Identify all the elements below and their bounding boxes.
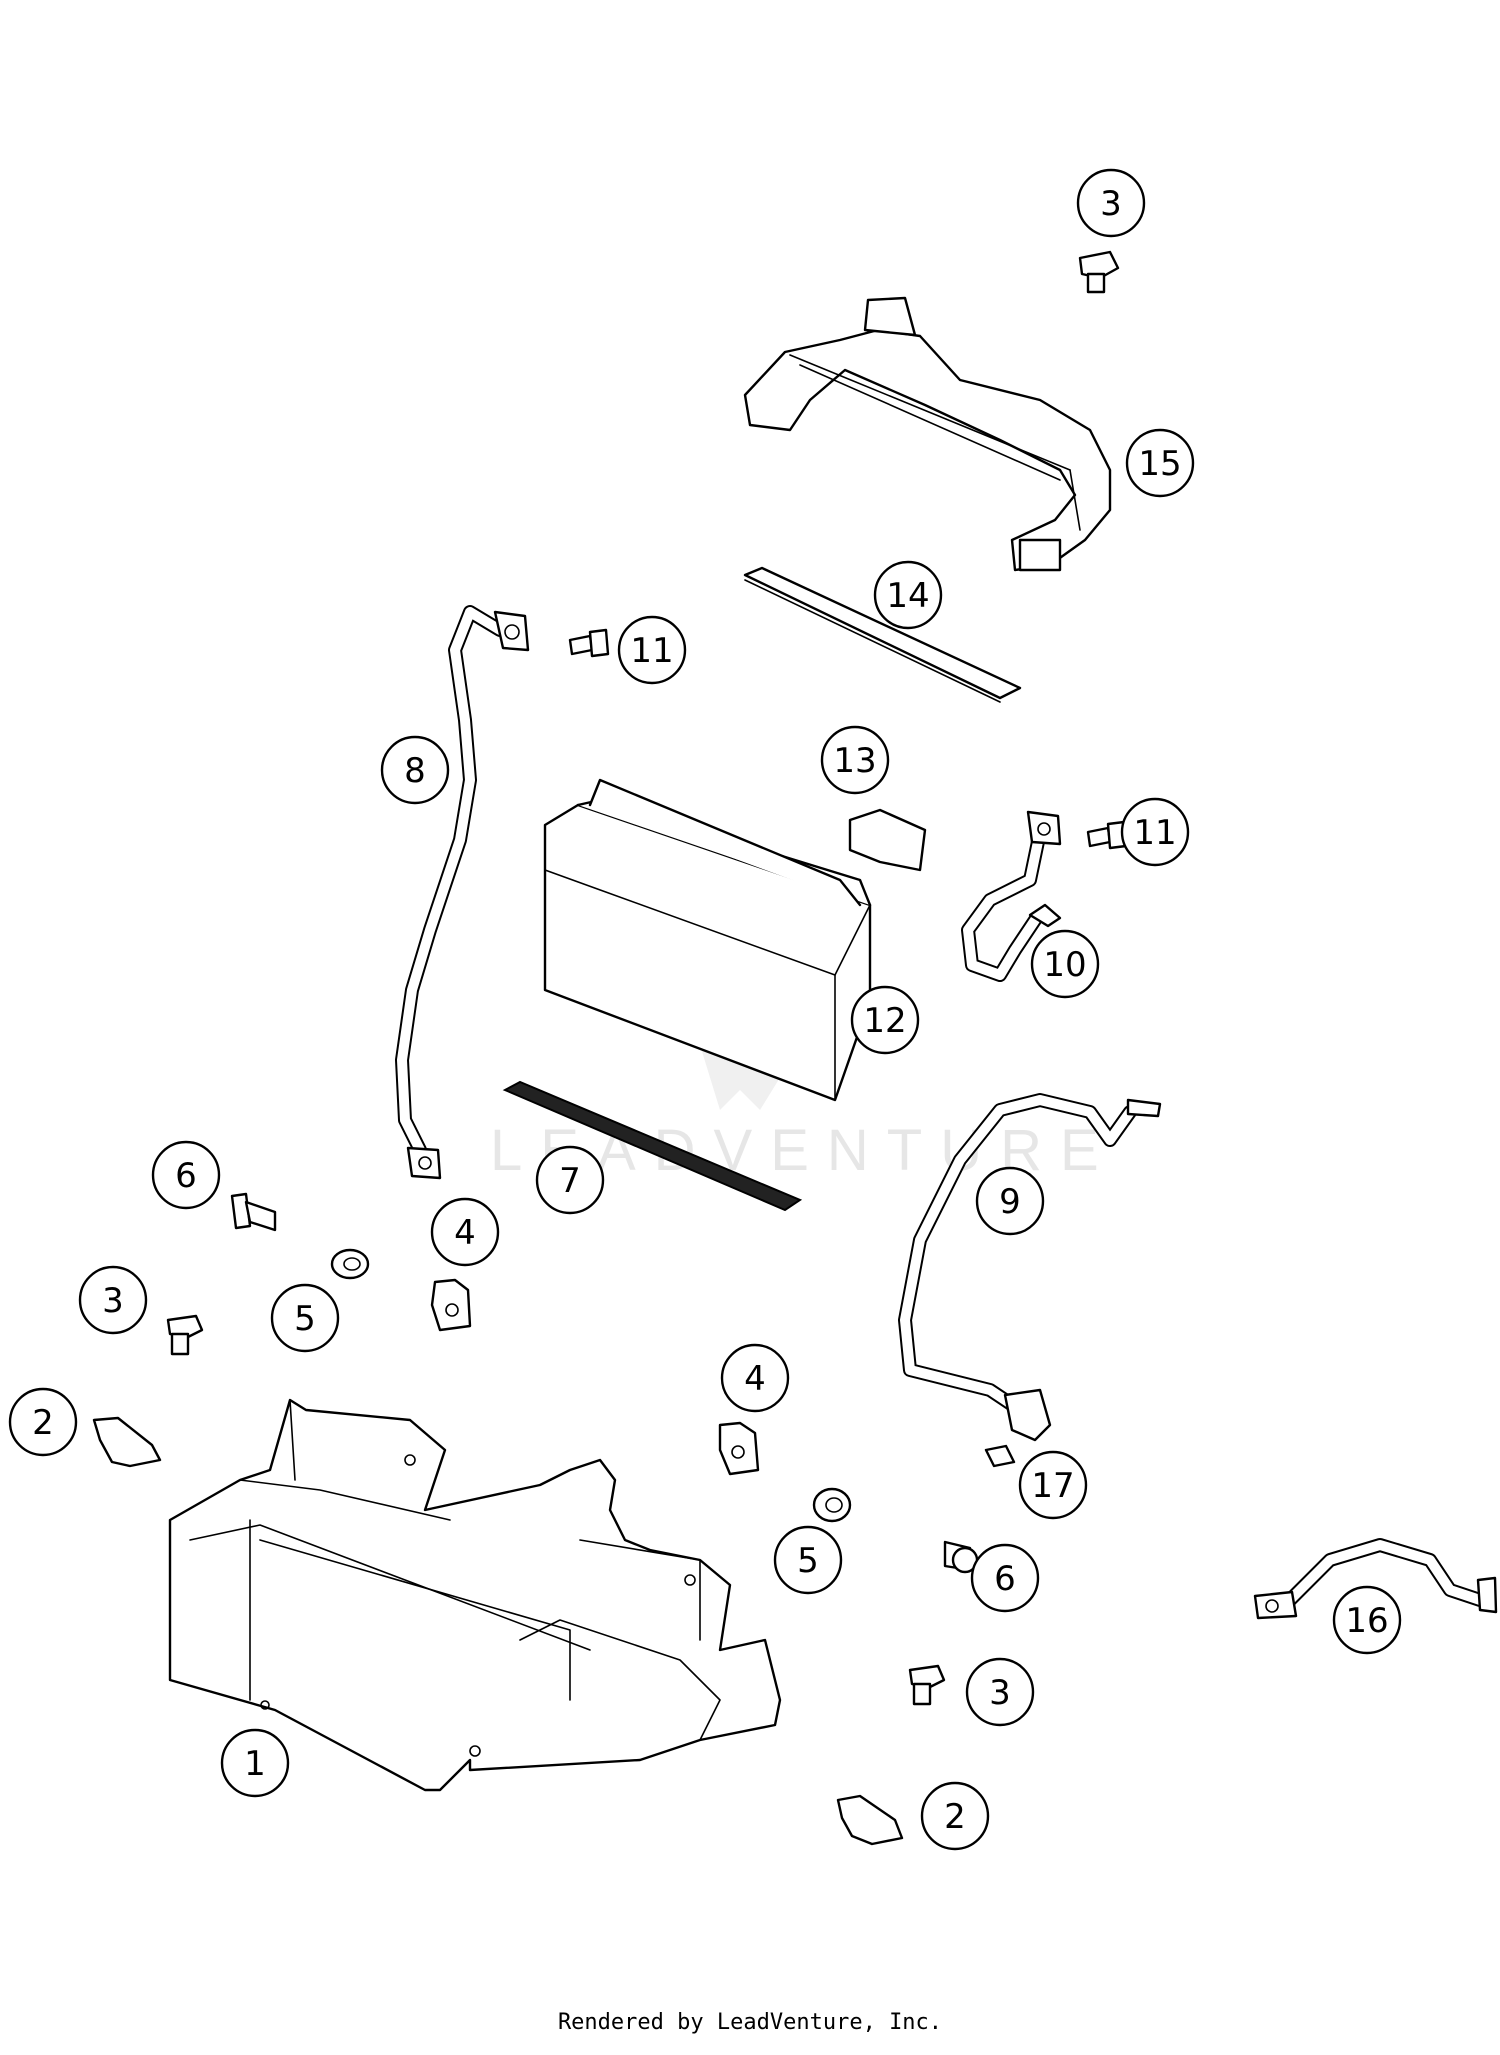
footer-credit: Rendered by LeadVenture, Inc. — [557, 2010, 943, 2035]
cable-negative — [395, 605, 530, 1180]
callout-label: 10 — [1043, 945, 1086, 985]
callout-14: 14 — [873, 560, 943, 630]
callout-9: 9 — [975, 1166, 1045, 1236]
callout-7: 7 — [535, 1145, 605, 1215]
grommet-left — [330, 1248, 370, 1280]
cable-ground — [1253, 1538, 1498, 1620]
screw-upper-left — [568, 628, 610, 658]
callout-4: 4 — [720, 1343, 790, 1413]
callout-label: 16 — [1345, 1601, 1388, 1641]
bolt-3-left — [166, 1314, 204, 1356]
speed-nut-left — [92, 1416, 162, 1468]
callout-label: 14 — [886, 576, 929, 616]
callout-16: 16 — [1332, 1585, 1402, 1655]
callout-label: 3 — [989, 1673, 1011, 1713]
callout-11: 11 — [617, 615, 687, 685]
callout-label: 6 — [994, 1559, 1016, 1599]
bolt-top — [1078, 250, 1120, 294]
bolt-6-left — [230, 1192, 277, 1232]
nut — [984, 1444, 1016, 1468]
callout-label: 11 — [1133, 813, 1176, 853]
callout-label: 11 — [630, 631, 673, 671]
terminal-cover — [848, 808, 927, 872]
callout-label: 12 — [863, 1001, 906, 1041]
callout-label: 17 — [1031, 1466, 1074, 1506]
callout-10: 10 — [1030, 929, 1100, 999]
callout-11: 11 — [1120, 797, 1190, 867]
callout-5: 5 — [773, 1525, 843, 1595]
callout-label: 15 — [1138, 444, 1181, 484]
callout-label: 5 — [797, 1541, 819, 1581]
grommet-right — [812, 1487, 852, 1523]
clip-nut-left — [430, 1278, 472, 1332]
callout-label: 3 — [102, 1281, 124, 1321]
callout-3: 3 — [78, 1265, 148, 1335]
callout-label: 6 — [175, 1156, 197, 1196]
bolt-6-right — [943, 1540, 979, 1574]
callout-label: 3 — [1100, 184, 1122, 224]
cable-starter — [898, 1093, 1162, 1442]
callout-3: 3 — [965, 1657, 1035, 1727]
clip-nut-right — [718, 1421, 760, 1476]
battery-pad-top — [743, 566, 1022, 703]
speed-nut-right — [836, 1794, 904, 1846]
cable-positive-short — [961, 810, 1062, 982]
callout-3: 3 — [1076, 168, 1146, 238]
screw-upper-right — [1086, 820, 1128, 850]
callout-label: 2 — [32, 1403, 54, 1443]
battery — [543, 778, 872, 1102]
callout-17: 17 — [1018, 1450, 1088, 1520]
callout-label: 8 — [404, 751, 426, 791]
callout-label: 9 — [999, 1182, 1021, 1222]
callout-1: 1 — [220, 1728, 290, 1798]
callout-6: 6 — [970, 1543, 1040, 1613]
callout-label: 1 — [244, 1744, 266, 1784]
callout-label: 7 — [559, 1161, 581, 1201]
battery-pad-bottom — [502, 1080, 803, 1212]
callout-6: 6 — [151, 1140, 221, 1210]
bolt-3-right — [908, 1664, 946, 1706]
callout-5: 5 — [270, 1283, 340, 1353]
callout-15: 15 — [1125, 428, 1195, 498]
callout-12: 12 — [850, 985, 920, 1055]
callout-4: 4 — [430, 1197, 500, 1267]
callout-label: 5 — [294, 1299, 316, 1339]
callout-2: 2 — [920, 1781, 990, 1851]
callout-label: 4 — [744, 1359, 766, 1399]
callout-label: 2 — [944, 1797, 966, 1837]
callout-8: 8 — [380, 735, 450, 805]
battery-holder-bracket — [743, 296, 1112, 572]
callout-13: 13 — [820, 725, 890, 795]
callout-label: 13 — [833, 741, 876, 781]
battery-box — [168, 1398, 782, 1792]
callout-label: 4 — [454, 1213, 476, 1253]
callout-2: 2 — [8, 1387, 78, 1457]
